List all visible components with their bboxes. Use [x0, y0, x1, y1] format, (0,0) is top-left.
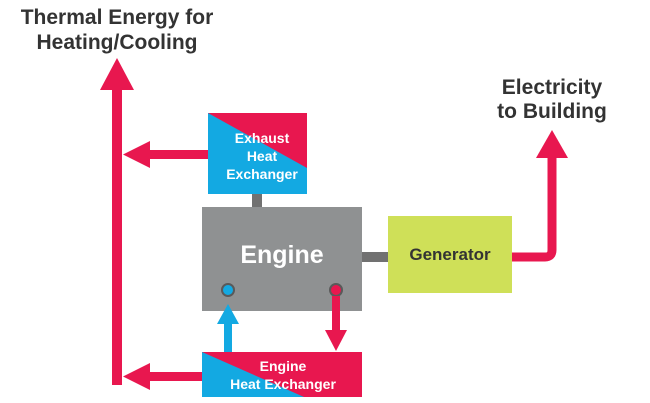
- engine-generator-connector: [362, 252, 388, 262]
- engine-box: Engine: [202, 207, 362, 311]
- engine-hx-to-thermal-arrow: [123, 363, 204, 390]
- engine-hx-label-1: Engine: [260, 358, 307, 374]
- engine-heat-exchanger: Engine Heat Exchanger: [202, 352, 362, 397]
- coolant-outlet-port: [329, 283, 343, 297]
- exhaust-to-thermal-arrow: [123, 141, 208, 168]
- engine-label: Engine: [240, 241, 323, 269]
- thermal-title-line2: Heating/Cooling: [37, 31, 198, 54]
- coolant-inlet-port: [221, 283, 235, 297]
- exhaust-engine-connector: [252, 194, 262, 208]
- generator-label: Generator: [409, 245, 491, 264]
- generator-box: Generator: [388, 216, 512, 293]
- electricity-title-line1: Electricity: [502, 76, 603, 99]
- electricity-title-line2: to Building: [497, 100, 607, 123]
- coolant-out-arrow: [325, 296, 347, 351]
- exhaust-heat-exchanger: Exhaust Heat Exchanger: [208, 113, 307, 194]
- electricity-arrow: [512, 130, 568, 262]
- thermal-title-line1: Thermal Energy for: [21, 6, 214, 29]
- coolant-in-arrow: [217, 304, 239, 352]
- exhaust-label-1: Exhaust: [235, 130, 290, 146]
- exhaust-label-2: Heat: [247, 148, 278, 164]
- exhaust-label-3: Exchanger: [226, 166, 298, 182]
- engine-hx-label-2: Heat Exchanger: [230, 376, 336, 392]
- thermal-energy-arrow: [100, 58, 134, 385]
